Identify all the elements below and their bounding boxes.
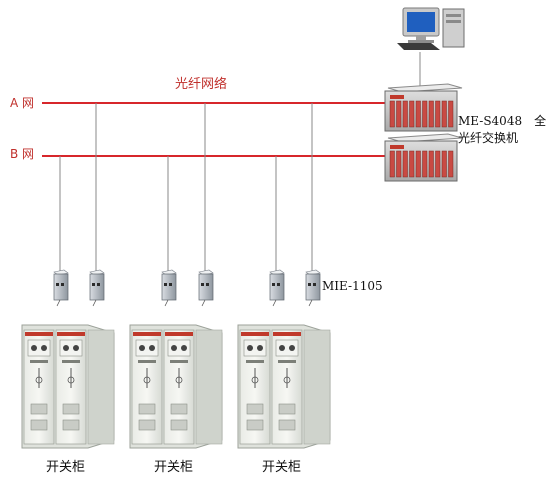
media-converter-icon bbox=[198, 269, 214, 307]
switch-module-card bbox=[435, 150, 441, 178]
fiber-bus bbox=[42, 102, 385, 157]
switchgear-cabinet-icon bbox=[237, 324, 331, 449]
cabinet-label-2: 开关柜 bbox=[154, 460, 194, 475]
switch-module-card bbox=[422, 100, 428, 128]
switch-module-card bbox=[435, 100, 441, 128]
media-converter-icon bbox=[269, 269, 285, 307]
media-converter-icon bbox=[161, 269, 177, 307]
network-title: 光纤网络 bbox=[175, 77, 228, 92]
switch-modules bbox=[389, 150, 454, 178]
switch-module-card bbox=[409, 100, 415, 128]
drop-lines bbox=[59, 52, 421, 272]
cabinet-label-1: 开关柜 bbox=[46, 460, 86, 475]
media-converter-icon bbox=[53, 269, 69, 307]
switch-modules bbox=[389, 100, 454, 128]
media-converter-icon bbox=[89, 269, 105, 307]
switch-module-card bbox=[396, 150, 402, 178]
switch-module-card bbox=[448, 100, 454, 128]
switch-module-card bbox=[415, 100, 421, 128]
switch-module-card bbox=[422, 150, 428, 178]
switch-module-card bbox=[428, 100, 434, 128]
switch-chassis-icon bbox=[384, 133, 463, 182]
switchgear-cabinet-icon bbox=[21, 324, 115, 449]
net-b-label: B 网 bbox=[10, 147, 35, 161]
computer-icon bbox=[397, 7, 465, 50]
switch-module-card bbox=[389, 150, 395, 178]
switch-module-card bbox=[402, 100, 408, 128]
switch-module-card bbox=[448, 150, 454, 178]
switch-label-line1: ME-S4048 全 bbox=[458, 114, 547, 128]
media-converter-icon bbox=[305, 269, 321, 307]
switch-label: ME-S4048 全 光纤交换机 bbox=[458, 113, 546, 147]
switchgear-cabinet-icon bbox=[129, 324, 223, 449]
switch-module-card bbox=[441, 150, 447, 178]
switch-chassis-icon bbox=[384, 83, 463, 132]
switch-module-card bbox=[415, 150, 421, 178]
cabinet-label-3: 开关柜 bbox=[262, 460, 302, 475]
switch-label-line2: 光纤交换机 bbox=[458, 131, 519, 145]
switch-module-card bbox=[396, 100, 402, 128]
switchgear-cabinets bbox=[21, 324, 331, 449]
switch-module-card bbox=[428, 150, 434, 178]
net-a-label: A 网 bbox=[10, 96, 35, 110]
switch-module-card bbox=[441, 100, 447, 128]
media-converters bbox=[53, 269, 321, 307]
switch-module-card bbox=[389, 100, 395, 128]
switch-module-card bbox=[402, 150, 408, 178]
switch-module-card bbox=[409, 150, 415, 178]
converter-label: MIE-1105 bbox=[322, 279, 383, 293]
